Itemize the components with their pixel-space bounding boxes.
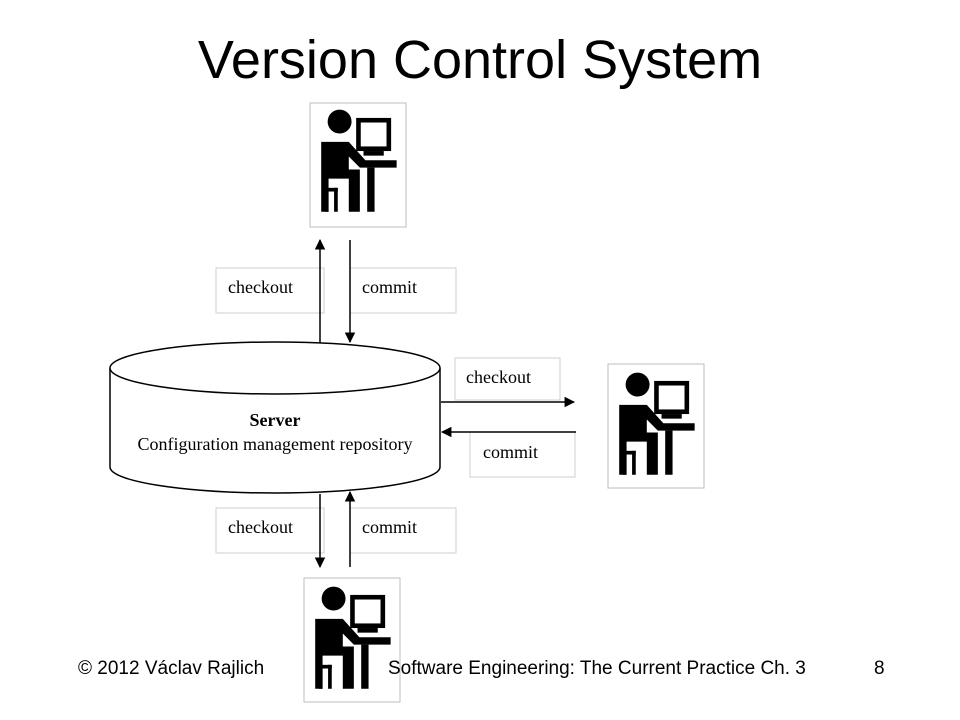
top-checkout-box [215, 267, 325, 314]
slide-title: Version Control System [197, 30, 763, 90]
right-checkout-box [454, 357, 561, 401]
footer-course: Software Engineering: The Current Practi… [388, 657, 806, 681]
developer-icon [309, 102, 407, 228]
server-title: Server [250, 410, 301, 430]
developer-icon [303, 577, 401, 703]
server-repository [109, 341, 441, 494]
bottom-commit-label: commit [362, 517, 417, 537]
bottom-checkout-label: checkout [228, 517, 293, 537]
footer-course-text: Software Engineering: The Current Practi… [388, 658, 806, 679]
top-commit-label: commit [362, 277, 417, 297]
top-checkout-label: checkout [228, 277, 293, 297]
bottom-commit-box [349, 507, 457, 554]
top-commit-box [349, 267, 457, 314]
developer-icon [607, 363, 705, 489]
right-commit-box [469, 431, 576, 478]
right-checkout-label: checkout [466, 367, 531, 387]
bottom-checkout-box [215, 507, 325, 554]
right-commit-label: commit [483, 442, 538, 462]
server-subtitle: Configuration management repository [138, 434, 413, 454]
footer-page-number: 8 [874, 658, 885, 679]
footer-copyright: © 2012 Václav Rajlich [78, 658, 265, 679]
